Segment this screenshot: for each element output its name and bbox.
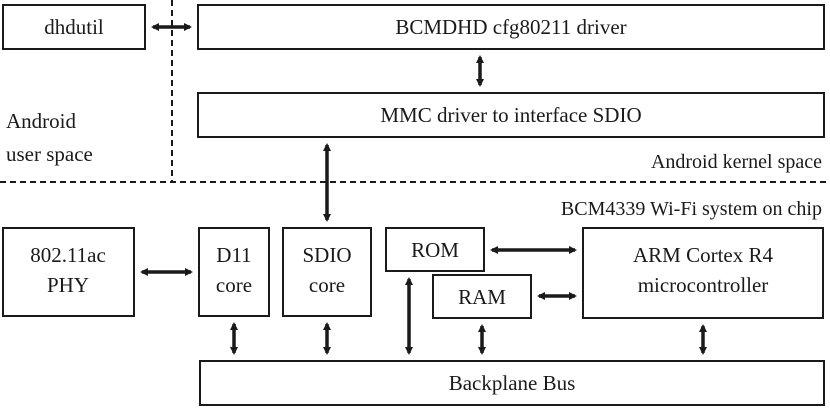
sdio-label-line1: SDIO <box>302 243 351 267</box>
arm-label-line2: microcontroller <box>638 273 769 297</box>
user-space-label-line2: user space <box>6 142 93 166</box>
ram-box <box>432 274 532 319</box>
mmc-driver-box <box>197 92 825 138</box>
backplane-bus-label: Backplane Bus <box>449 371 576 395</box>
phy-label-line1: 802.11ac <box>30 243 106 267</box>
sdio-label-line2: core <box>309 273 345 297</box>
mmc-driver-label: MMC driver to interface SDIO <box>380 103 641 127</box>
chip-label: BCM4339 Wi-Fi system on chip <box>561 198 822 220</box>
bcmdhd-driver-label: BCMDHD cfg80211 driver <box>395 15 626 39</box>
d11-label-line1: D11 <box>216 243 251 267</box>
rom-box <box>385 227 485 272</box>
d11-label-line2: core <box>216 273 252 297</box>
ram-label: RAM <box>458 285 506 309</box>
dhdutil-box <box>2 4 146 50</box>
arm-cortex-box <box>582 227 824 319</box>
sdio-core-box <box>282 227 372 317</box>
rom-label: ROM <box>411 238 459 262</box>
bcmdhd-driver-box <box>197 4 825 50</box>
dhdutil-label: dhdutil <box>44 15 104 39</box>
phy-label-line2: PHY <box>47 273 89 297</box>
user-space-label-line1: Android <box>6 109 76 133</box>
d11-core-box <box>198 227 270 317</box>
backplane-bus-box <box>199 360 825 406</box>
arm-label-line1: ARM Cortex R4 <box>633 243 774 267</box>
kernel-space-label: Android kernel space <box>651 151 822 173</box>
phy-box <box>2 227 135 317</box>
